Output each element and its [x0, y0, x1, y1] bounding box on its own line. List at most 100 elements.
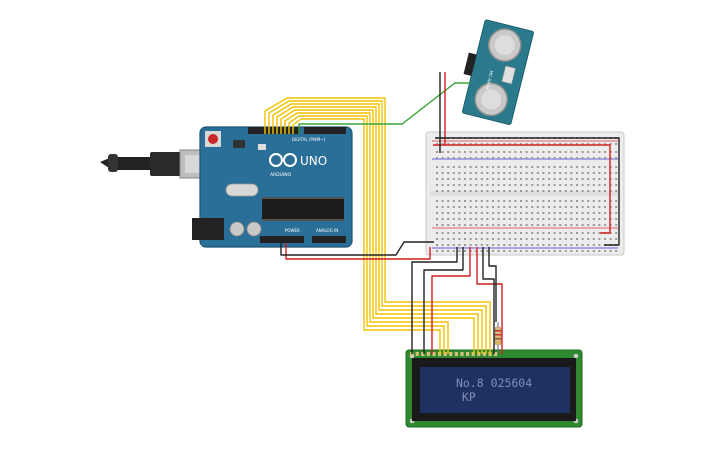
breadboard-hole [497, 250, 500, 252]
breadboard-hole [436, 212, 438, 214]
breadboard-hole [559, 178, 562, 180]
breadboard-hole [497, 143, 500, 145]
breadboard-hole [447, 172, 450, 174]
breadboard-hole [525, 172, 528, 174]
breadboard-hole [497, 200, 500, 202]
analog-in-label: ANALOG IN [316, 228, 338, 233]
breadboard-hole [598, 157, 601, 159]
breadboard-hole [559, 184, 562, 186]
lcd-pin [415, 352, 419, 356]
breadboard-hole [531, 200, 534, 202]
breadboard-hole [447, 224, 450, 226]
breadboard-hole [581, 212, 584, 214]
breadboard-hole [548, 212, 550, 214]
breadboard-hole [587, 232, 590, 234]
breadboard-hole [615, 157, 618, 159]
breadboard-hole [581, 224, 584, 226]
breadboard-hole [441, 218, 444, 220]
breadboard-hole [469, 190, 472, 192]
breadboard-hole [464, 157, 466, 159]
breadboard-hole [564, 184, 567, 186]
breadboard-hole [469, 244, 472, 246]
lcd-pin [482, 352, 486, 356]
breadboard-hole [514, 218, 517, 220]
breadboard-hole [458, 172, 461, 174]
breadboard-hole [559, 224, 562, 226]
breadboard-hole [469, 212, 472, 214]
breadboard-hole [475, 206, 478, 208]
breadboard-hole [536, 157, 539, 159]
microcontroller-chip [262, 199, 344, 219]
breadboard-hole [564, 224, 567, 226]
breadboard-hole [587, 157, 590, 159]
breadboard-hole [503, 244, 506, 246]
breadboard-hole [525, 200, 528, 202]
breadboard-hole [514, 184, 517, 186]
crystal-icon [225, 183, 259, 197]
breadboard-hole [531, 250, 534, 252]
breadboard-hole [452, 200, 455, 202]
breadboard-hole [548, 238, 550, 240]
breadboard-hole [475, 250, 478, 252]
breadboard-hole [447, 206, 450, 208]
breadboard-hole [598, 244, 601, 246]
breadboard-hole [503, 172, 506, 174]
breadboard-hole [514, 206, 517, 208]
breadboard-hole [581, 157, 584, 159]
breadboard-hole [469, 157, 472, 159]
breadboard-hole [464, 244, 466, 246]
breadboard-hole [436, 250, 438, 252]
breadboard-hole [576, 184, 578, 186]
breadboard-hole [564, 206, 567, 208]
lcd-line-1: No.8 025604 [456, 376, 532, 390]
breadboard-hole [447, 200, 450, 202]
breadboard-hole [475, 200, 478, 202]
breadboard-hole [542, 250, 545, 252]
breadboard-hole [592, 157, 595, 159]
breadboard-hole [464, 232, 466, 234]
breadboard-hole [458, 250, 461, 252]
lcd-pin [432, 352, 436, 356]
breadboard-hole [452, 212, 455, 214]
digital-pwm-label: DIGITAL (PWM~) [292, 137, 326, 142]
breadboard-hole [441, 151, 444, 153]
breadboard-hole [542, 224, 545, 226]
breadboard-hole [464, 200, 466, 202]
breadboard-hole [553, 157, 556, 159]
breadboard-hole [436, 224, 438, 226]
breadboard-hole [441, 224, 444, 226]
breadboard-hole [480, 250, 483, 252]
breadboard-hole [525, 190, 528, 192]
breadboard-hole [592, 143, 595, 145]
breadboard-hole [441, 250, 444, 252]
breadboard-hole [548, 232, 550, 234]
digital-header-left [248, 127, 300, 134]
breadboard-hole [542, 218, 545, 220]
breadboard-hole [604, 166, 606, 168]
breadboard-hole [447, 184, 450, 186]
breadboard-hole [525, 178, 528, 180]
lcd-pin [449, 352, 453, 356]
breadboard-hole [447, 212, 450, 214]
breadboard-hole [520, 232, 522, 234]
lcd-pin [421, 352, 425, 356]
breadboard-hole [587, 172, 590, 174]
breadboard-hole [531, 157, 534, 159]
breadboard-hole [447, 250, 450, 252]
breadboard-hole [592, 166, 595, 168]
breadboard-hole [480, 157, 483, 159]
breadboard-hole [447, 178, 450, 180]
breadboard-hole [503, 238, 506, 240]
breadboard-hole [503, 218, 506, 220]
breadboard-hole [486, 238, 489, 240]
breadboard-hole [492, 218, 494, 220]
breadboard-hole [553, 238, 556, 240]
breadboard-hole [520, 172, 522, 174]
breadboard-hole [531, 184, 534, 186]
breadboard-hole [536, 184, 539, 186]
breadboard-hole [452, 218, 455, 220]
lcd-pin [471, 352, 475, 356]
breadboard-hole [531, 178, 534, 180]
wire-green [298, 82, 470, 134]
breadboard-hole [480, 218, 483, 220]
